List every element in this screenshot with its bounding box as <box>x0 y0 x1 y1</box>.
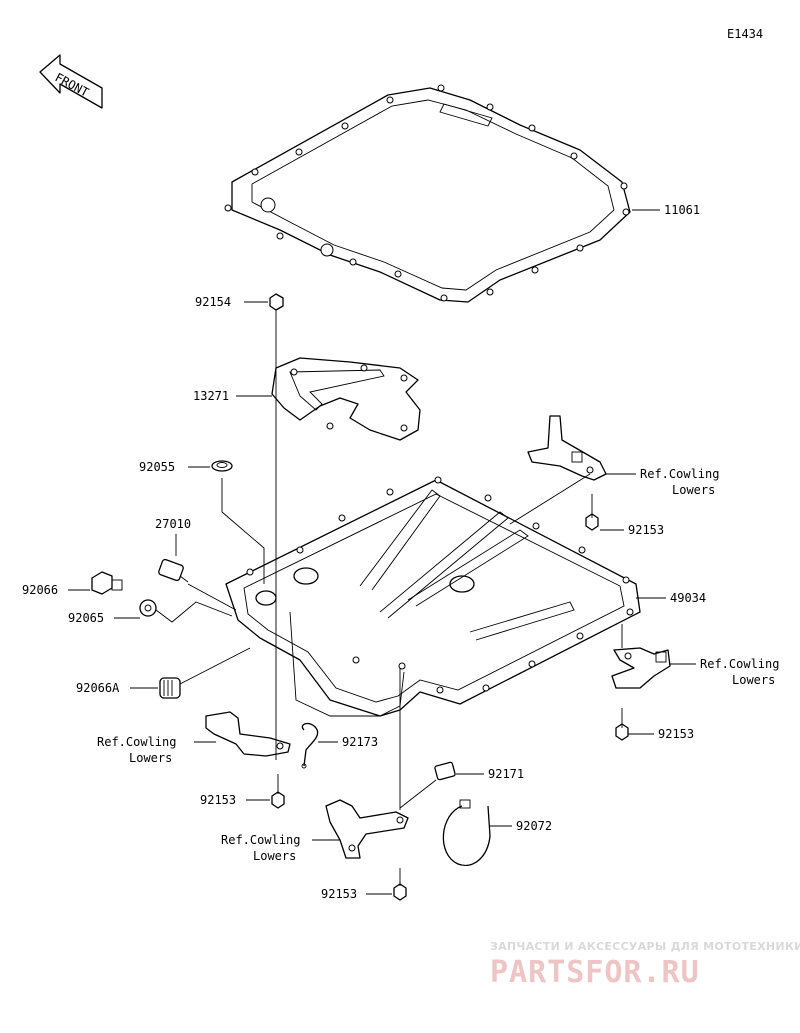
oil-pan-49034 <box>225 476 641 717</box>
label-11061: 11061 <box>664 203 700 217</box>
clamp-92173 <box>301 722 319 769</box>
bracket-right-middle <box>611 647 671 689</box>
bolt-92153-a <box>585 494 599 531</box>
ref-4-line2: Lowers <box>253 849 296 863</box>
ref-4-line1: Ref.Cowling <box>221 833 300 847</box>
label-49034: 49034 <box>670 591 706 605</box>
label-92153-b: 92153 <box>658 727 694 741</box>
label-92066a: 92066A <box>76 681 120 695</box>
label-92173: 92173 <box>342 735 378 749</box>
ref-2-line1: Ref.Cowling <box>700 657 779 671</box>
bracket-upper-right <box>527 415 607 481</box>
front-label: FRONT <box>53 70 91 99</box>
watermark-brand: PARTSFOR.RU <box>490 955 700 990</box>
label-92065: 92065 <box>68 611 104 625</box>
plate-13271 <box>271 357 421 441</box>
bolt-92153-b <box>615 708 629 741</box>
ref-1-line1: Ref.Cowling <box>640 467 719 481</box>
label-92153-d: 92153 <box>321 887 357 901</box>
label-92154: 92154 <box>195 295 231 309</box>
bolt-92153-c <box>271 774 285 809</box>
bolt-92154 <box>269 293 284 318</box>
ref-1-line2: Lowers <box>672 483 715 497</box>
bracket-bottom-center <box>325 799 409 859</box>
oring-92055 <box>211 460 233 472</box>
clip-92171 <box>434 761 456 781</box>
label-92055: 92055 <box>139 460 175 474</box>
bolt-92153-d <box>393 868 407 901</box>
label-92153-c: 92153 <box>200 793 236 807</box>
diagram-id: E1434 <box>727 27 763 41</box>
band-92072 <box>442 799 491 866</box>
label-92153-a: 92153 <box>628 523 664 537</box>
ref-3-line1: Ref.Cowling <box>97 735 176 749</box>
plug-92066 <box>91 571 123 595</box>
watermark-tagline: ЗАПЧАСТИ И АКСЕССУАРЫ ДЛЯ МОТОТЕХНИКИ <box>490 940 800 953</box>
switch-27010 <box>158 558 189 583</box>
label-92171: 92171 <box>488 767 524 781</box>
label-92072: 92072 <box>516 819 552 833</box>
ref-3-line2: Lowers <box>129 751 172 765</box>
bracket-left-lower <box>205 711 291 757</box>
gasket-11061 <box>224 84 631 303</box>
label-27010: 27010 <box>155 517 191 531</box>
front-arrow-icon: FRONT <box>39 54 103 109</box>
washer-92065 <box>139 599 157 617</box>
plug-92066a <box>159 677 181 699</box>
label-92066: 92066 <box>22 583 58 597</box>
ref-2-line2: Lowers <box>732 673 775 687</box>
label-13271: 13271 <box>193 389 229 403</box>
